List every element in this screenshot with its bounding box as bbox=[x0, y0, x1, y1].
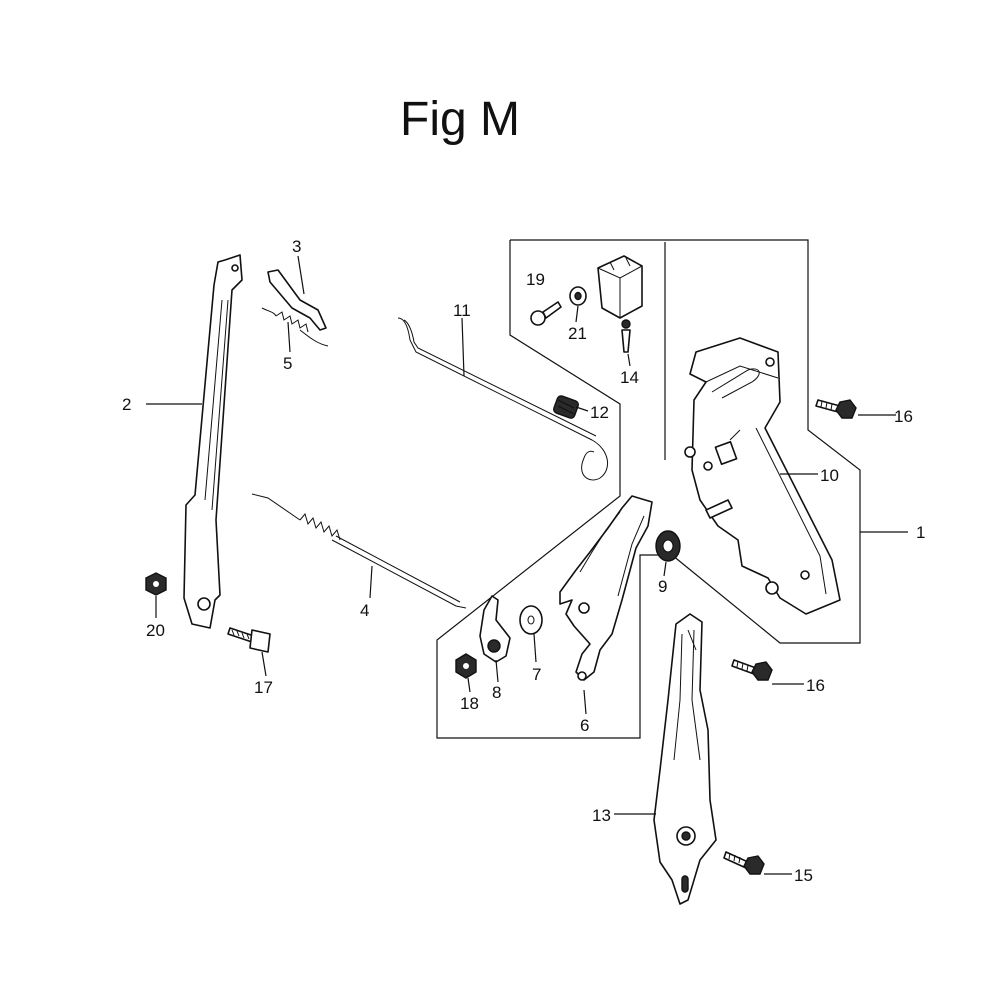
part-16-bolt-bottom bbox=[731, 659, 773, 681]
part-2-lever bbox=[183, 254, 243, 629]
part-21-washer bbox=[569, 286, 587, 306]
part-5-spring bbox=[261, 307, 329, 347]
part-7-washer bbox=[519, 605, 543, 635]
callout-15: 15 bbox=[794, 866, 813, 885]
part-16-bolt-top bbox=[815, 399, 857, 419]
callout-11: 11 bbox=[453, 301, 471, 320]
part-8-plate bbox=[479, 595, 511, 663]
part-17-bolt bbox=[227, 627, 271, 653]
part-4-rod bbox=[251, 493, 467, 609]
callout-4: 4 bbox=[360, 601, 369, 620]
part-3-clip bbox=[267, 269, 327, 331]
callout-5: 5 bbox=[283, 354, 292, 373]
callout-8: 8 bbox=[492, 683, 501, 702]
callout-9: 9 bbox=[658, 577, 667, 596]
callout-1: 1 bbox=[916, 523, 925, 542]
part-14-switch bbox=[597, 255, 643, 353]
callout-14: 14 bbox=[620, 368, 639, 387]
callout-13: 13 bbox=[592, 806, 611, 825]
callout-12: 12 bbox=[590, 403, 609, 422]
part-12-nut bbox=[553, 395, 579, 419]
callout-18: 18 bbox=[460, 694, 479, 713]
part-13-plate bbox=[653, 613, 717, 905]
callout-16-top: 16 bbox=[894, 407, 913, 426]
part-20-nut bbox=[145, 572, 167, 596]
callout-19: 19 bbox=[526, 270, 545, 289]
callout-10: 10 bbox=[820, 466, 839, 485]
callout-20: 20 bbox=[146, 621, 165, 640]
callout-6: 6 bbox=[580, 716, 589, 735]
part-11-wire-rod bbox=[397, 317, 608, 481]
callout-2: 2 bbox=[122, 395, 131, 414]
callout-17: 17 bbox=[254, 678, 273, 697]
callout-21: 21 bbox=[568, 324, 587, 343]
part-9-washer bbox=[655, 530, 681, 562]
part-10-bracket bbox=[684, 337, 841, 615]
part-15-bolt bbox=[723, 851, 765, 875]
group-outline-assembly-1 bbox=[436, 239, 861, 739]
callout-16-bottom: 16 bbox=[806, 676, 825, 695]
figure-title: Fig M bbox=[400, 93, 520, 146]
callout-7: 7 bbox=[532, 665, 541, 684]
leader-lines bbox=[146, 255, 908, 875]
part-18-nut bbox=[455, 653, 477, 679]
callout-3: 3 bbox=[292, 237, 301, 256]
part-19-bolt bbox=[530, 301, 562, 326]
part-6-bracket bbox=[559, 495, 653, 681]
